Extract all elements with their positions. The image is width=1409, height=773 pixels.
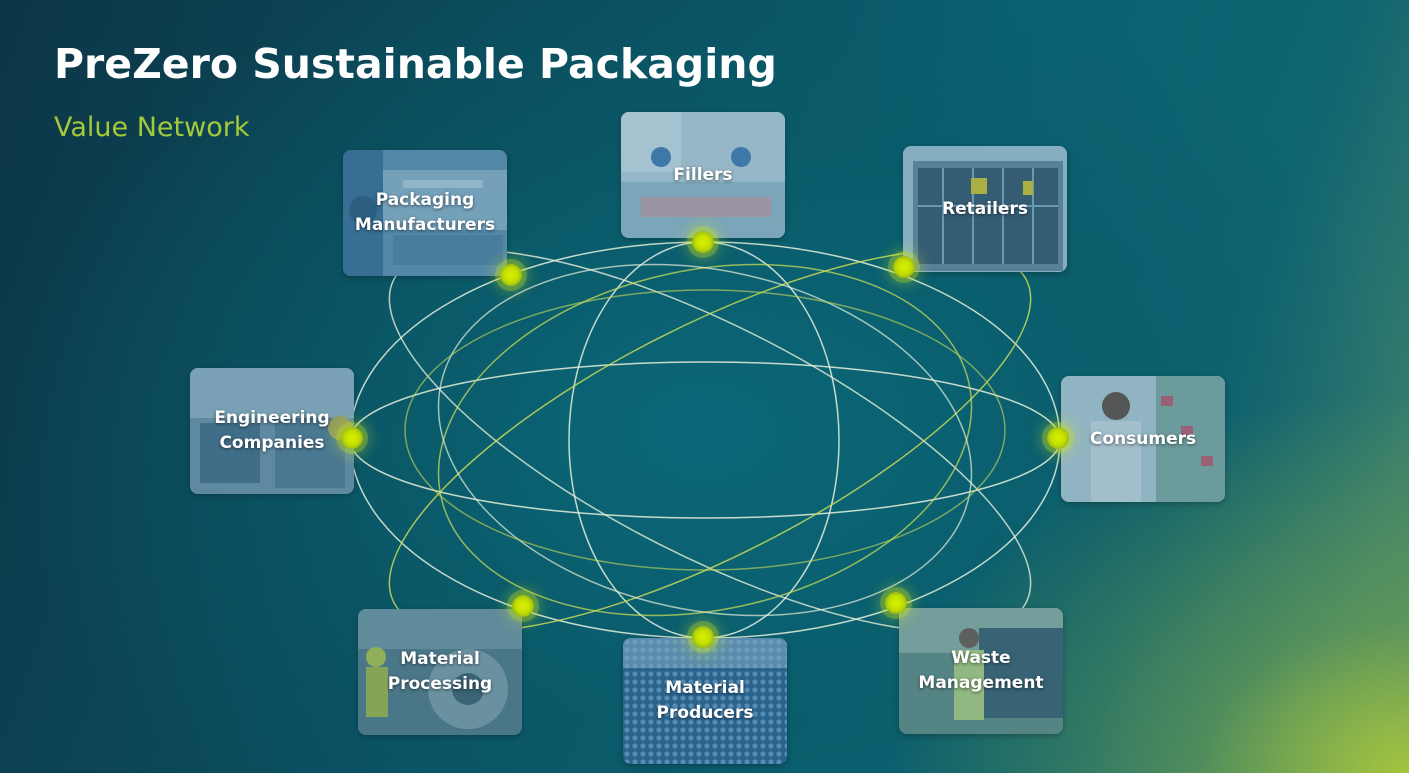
card-label: Material Producers	[656, 678, 754, 723]
link-ring-vertical	[568, 241, 840, 639]
card-label: Packaging Manufacturers	[354, 190, 496, 235]
card-material-producers[interactable]: Material Producers	[623, 638, 787, 764]
page-subtitle: Value Network	[54, 112, 250, 143]
packaging-machinery-image	[343, 150, 507, 276]
node-material-processing[interactable]	[512, 595, 534, 617]
link-ring-outer	[349, 241, 1061, 639]
card-label: Engineering Companies	[214, 408, 330, 453]
card-label: Waste Management	[918, 648, 1044, 693]
card-consumers[interactable]: Consumers	[1061, 376, 1225, 502]
node-waste-management[interactable]	[885, 592, 907, 614]
link-ring-diagonal-b	[388, 249, 1032, 633]
material-processing-image	[358, 609, 522, 735]
node-material-producers[interactable]	[692, 626, 714, 648]
filling-line-image	[621, 112, 785, 238]
node-packaging-manufacturers[interactable]	[500, 264, 522, 286]
card-engineering-companies[interactable]: Engineering Companies	[190, 368, 354, 494]
card-label: Retailers	[942, 198, 1028, 219]
node-engineering-companies[interactable]	[341, 427, 363, 449]
card-fillers[interactable]: Fillers	[621, 112, 785, 238]
page-title: PreZero Sustainable Packaging	[54, 40, 777, 88]
node-retailers[interactable]	[893, 256, 915, 278]
card-label: Fillers	[673, 164, 733, 185]
card-waste-management[interactable]: Waste Management	[899, 608, 1063, 734]
link-ring-diagonal-a	[388, 249, 1032, 633]
retail-store-image	[903, 146, 1067, 272]
node-consumers[interactable]	[1047, 427, 1069, 449]
link-ring-inner	[404, 289, 1006, 571]
engineering-facility-image	[190, 368, 354, 494]
card-label: Material Processing	[387, 649, 493, 694]
card-packaging-manufacturers[interactable]: Packaging Manufacturers	[343, 150, 507, 276]
waste-collection-image	[899, 608, 1063, 734]
link-ring-horizontal	[349, 361, 1061, 519]
card-retailers[interactable]: Retailers	[903, 146, 1067, 272]
node-fillers[interactable]	[692, 231, 714, 253]
card-material-processing[interactable]: Material Processing	[358, 609, 522, 735]
card-label: Consumers	[1089, 428, 1197, 449]
consumer-shopping-image	[1061, 376, 1225, 502]
